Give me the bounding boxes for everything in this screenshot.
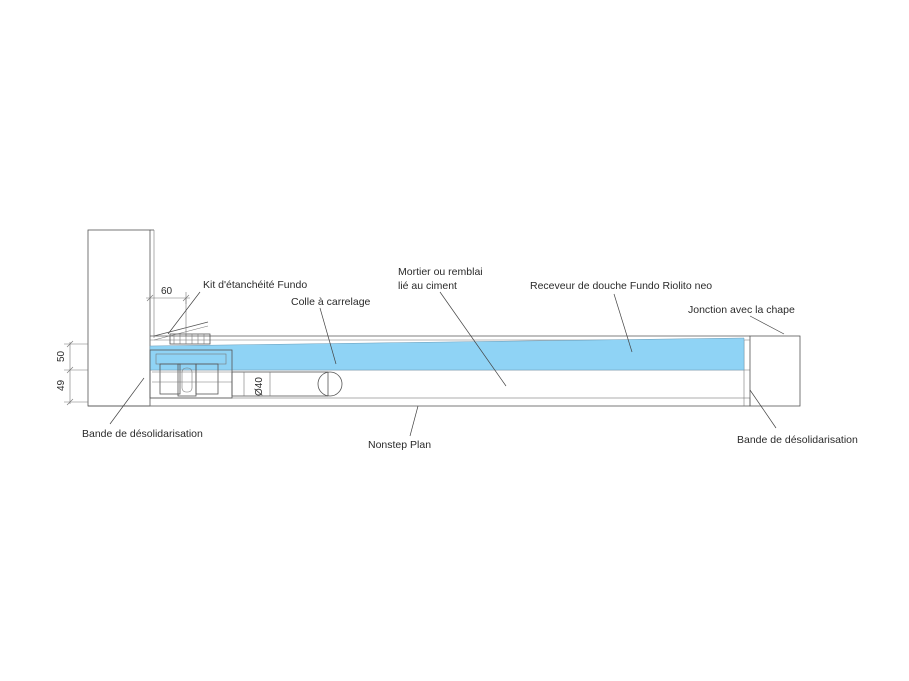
label-mortier-line1: Mortier ou remblai	[398, 266, 483, 278]
label-nonstep: Nonstep Plan	[368, 439, 431, 451]
wall	[87, 229, 155, 407]
sealing-kit	[153, 321, 209, 341]
tile-adhesive-layer	[149, 337, 745, 371]
nonstep-plan-panel	[88, 369, 751, 407]
leader-lines	[109, 291, 785, 437]
adjacent-screed	[743, 335, 801, 407]
dimension-60: 60	[146, 286, 190, 336]
dimension-50-label: 50	[56, 350, 67, 362]
label-kit: Kit d'étanchéité Fundo	[203, 279, 307, 291]
dimension-49-label: 49	[56, 379, 67, 391]
label-jonction: Jonction avec la chape	[688, 304, 795, 316]
label-receveur: Receveur de douche Fundo Riolito neo	[530, 280, 712, 292]
labels: Kit d'étanchéité Fundo Colle à carrelage…	[82, 266, 858, 451]
label-mortier-line2: lié au ciment	[398, 280, 457, 292]
dimension-d40-label: Ø40	[254, 377, 265, 396]
label-colle: Colle à carrelage	[291, 296, 371, 308]
label-bande-left: Bande de désolidarisation	[82, 428, 203, 440]
dimension-vertical: 50 49	[56, 340, 88, 406]
dimension-60-label: 60	[161, 286, 173, 297]
label-bande-right: Bande de désolidarisation	[737, 434, 858, 446]
